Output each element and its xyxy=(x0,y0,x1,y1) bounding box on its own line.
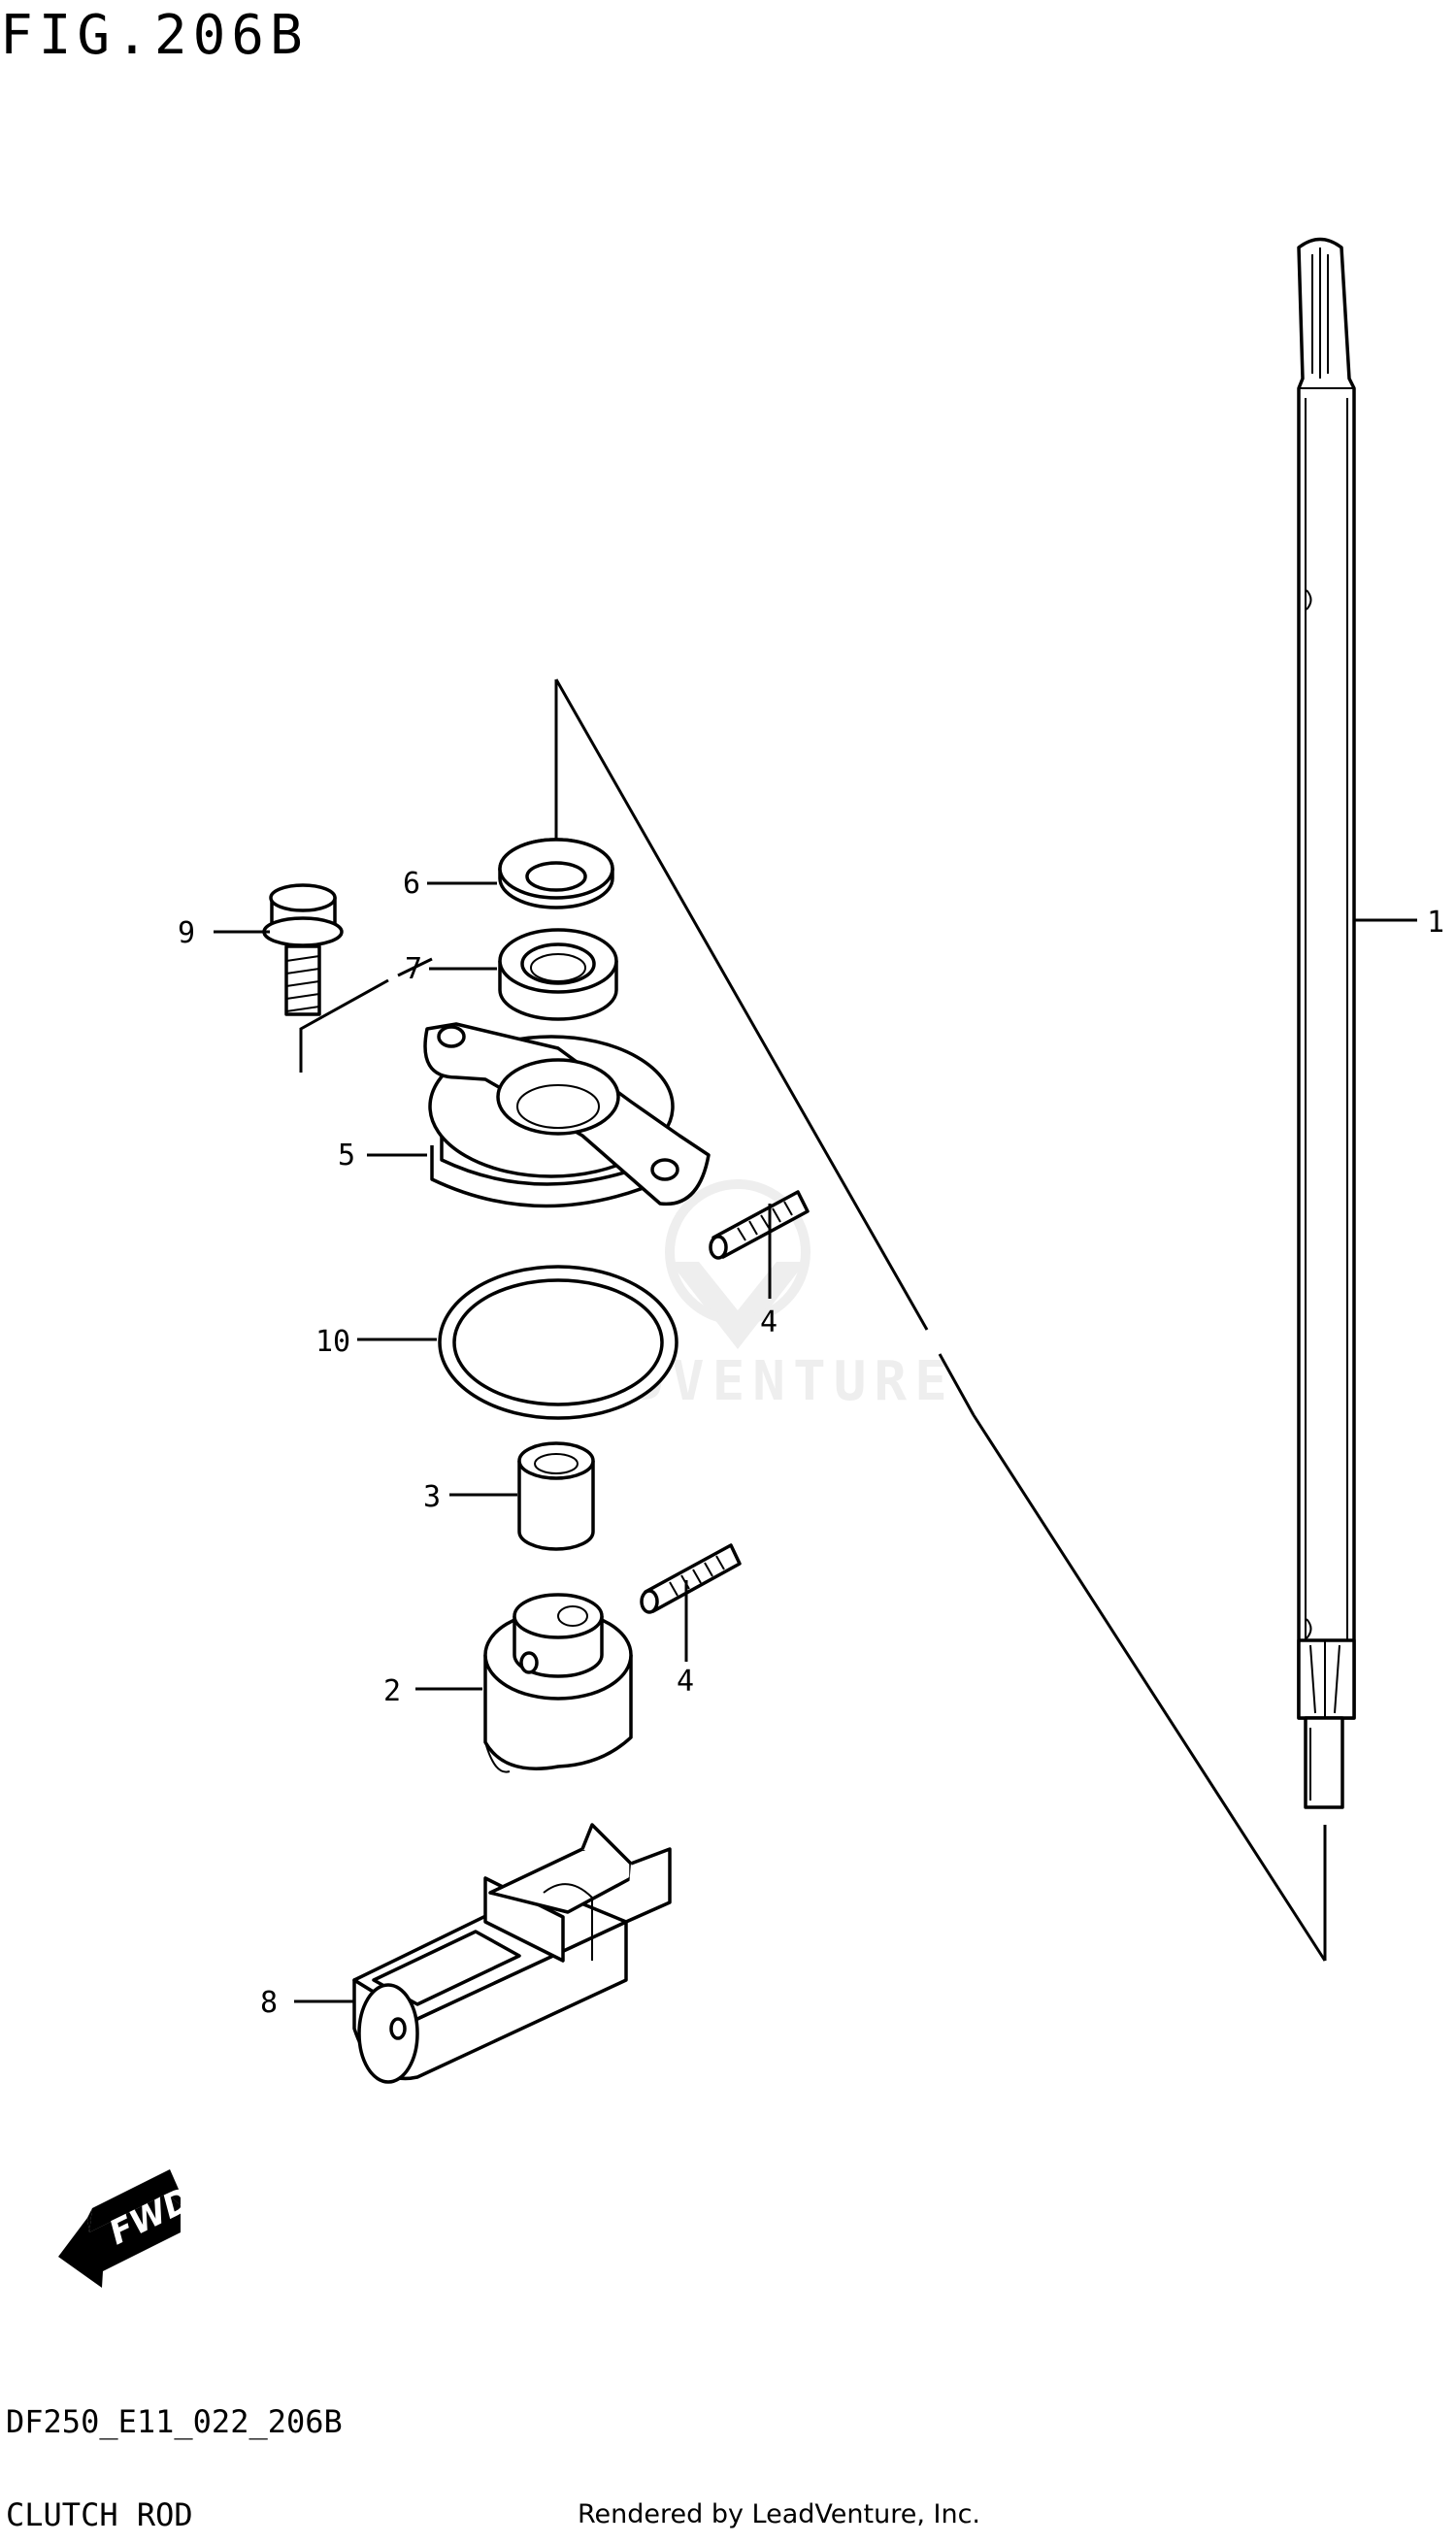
render-credit: Rendered by LeadVenture, Inc. xyxy=(578,2499,981,2529)
part-4-spring-pin-lower xyxy=(640,1543,742,1614)
callout-5: 5 xyxy=(338,1139,355,1173)
callout-8: 8 xyxy=(260,1986,278,2020)
callout-3: 3 xyxy=(423,1480,441,1514)
callout-numbers: 1 2 3 4 4 5 6 7 8 9 10 xyxy=(178,867,1444,2020)
assembly-guide-lines xyxy=(299,678,1327,1962)
figure-title: FIG.206B xyxy=(0,4,309,67)
part-4-spring-pin-upper xyxy=(709,1190,810,1260)
part-1-clutch-rod xyxy=(1297,237,1356,1809)
callout-10: 10 xyxy=(315,1325,350,1359)
callout-4-lower: 4 xyxy=(677,1665,694,1699)
part-5-rod-guide xyxy=(423,1022,711,1208)
part-9-bolt xyxy=(262,883,344,1016)
diagram-code: DF250_E11_022_206B xyxy=(6,2403,343,2440)
part-10-o-ring xyxy=(438,1265,678,1420)
part-7-bearing xyxy=(498,928,618,1021)
callout-leaders xyxy=(214,881,1417,2003)
part-2-shift-cam xyxy=(483,1593,633,1773)
callout-6: 6 xyxy=(403,867,420,901)
callout-9: 9 xyxy=(178,916,195,950)
part-6-washer xyxy=(498,838,614,909)
callout-4-upper: 4 xyxy=(760,1305,778,1339)
fwd-arrow-icon: FWD xyxy=(58,2169,198,2288)
part-3-bushing xyxy=(517,1441,595,1551)
callout-1: 1 xyxy=(1427,906,1444,940)
callout-2: 2 xyxy=(383,1674,401,1708)
part-8-shifter xyxy=(352,1823,672,2084)
section-name: CLUTCH ROD xyxy=(6,2496,193,2533)
callout-7: 7 xyxy=(405,952,422,986)
